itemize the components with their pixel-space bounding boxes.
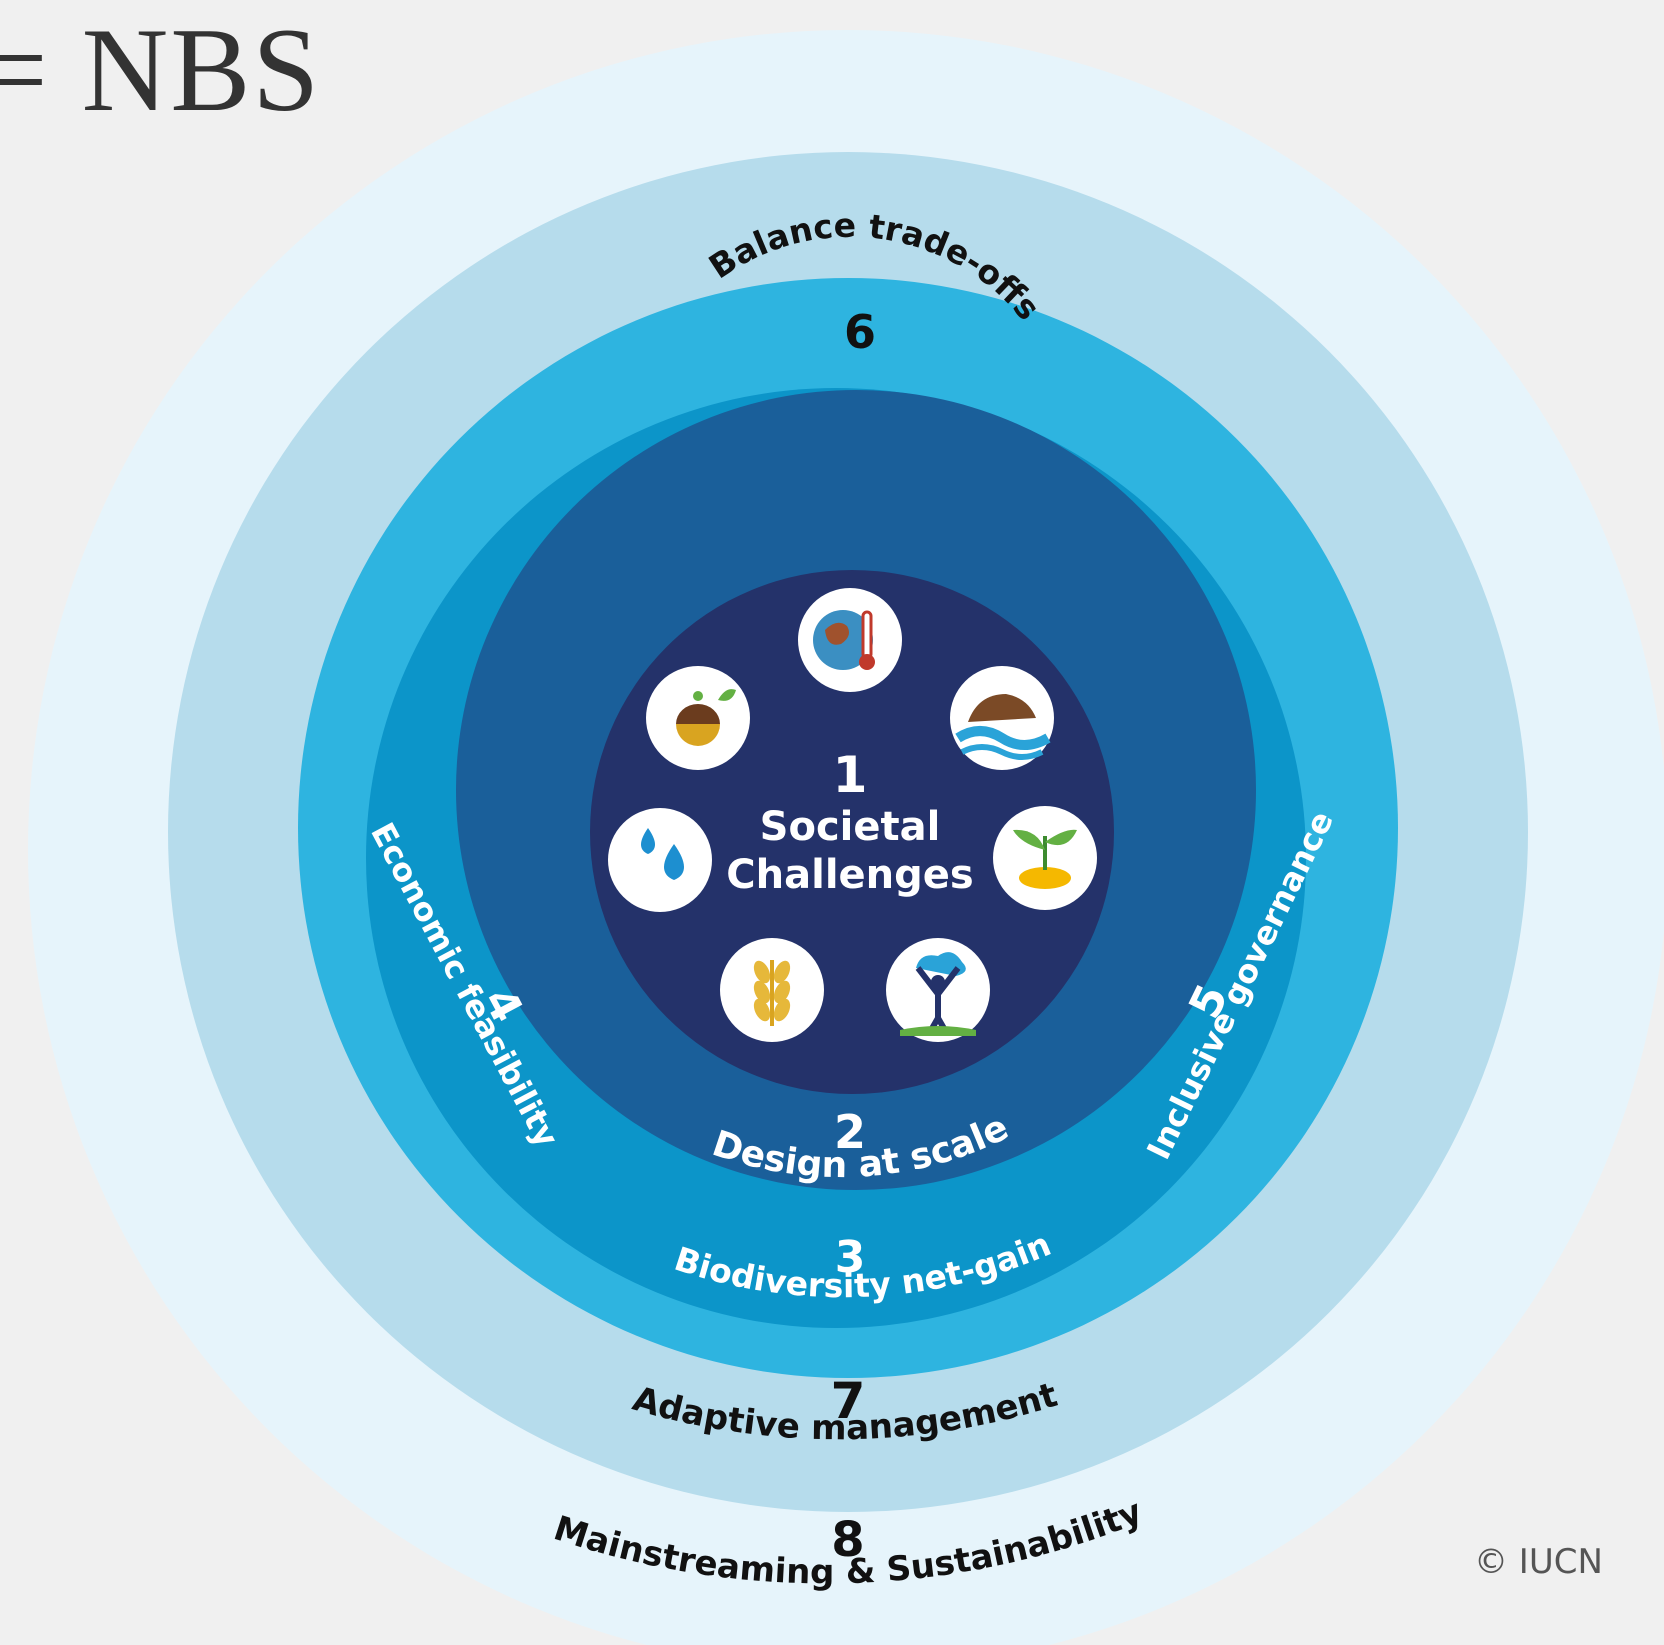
center-number: 1 [833,746,868,804]
criterion-2-number: 2 [834,1105,866,1159]
criterion-3-number: 3 [835,1232,866,1283]
center-label-line2: Challenges [726,852,973,898]
ecosystem-degradation-icon [646,666,750,770]
page-title: = NBS [0,3,322,136]
food-security-icon [720,938,824,1042]
criterion-6-number: 6 [844,305,876,359]
disaster-risk-icon [950,666,1054,770]
criterion-8-number: 8 [831,1512,864,1568]
human-health-icon [886,938,990,1042]
copyright-notice: © IUCN [1474,1542,1603,1582]
climate-change-icon [798,588,902,692]
center-label-line1: Societal [760,804,941,850]
criterion-7-number: 7 [831,1372,866,1430]
water-security-icon [608,808,712,912]
economic-development-icon [993,806,1097,910]
